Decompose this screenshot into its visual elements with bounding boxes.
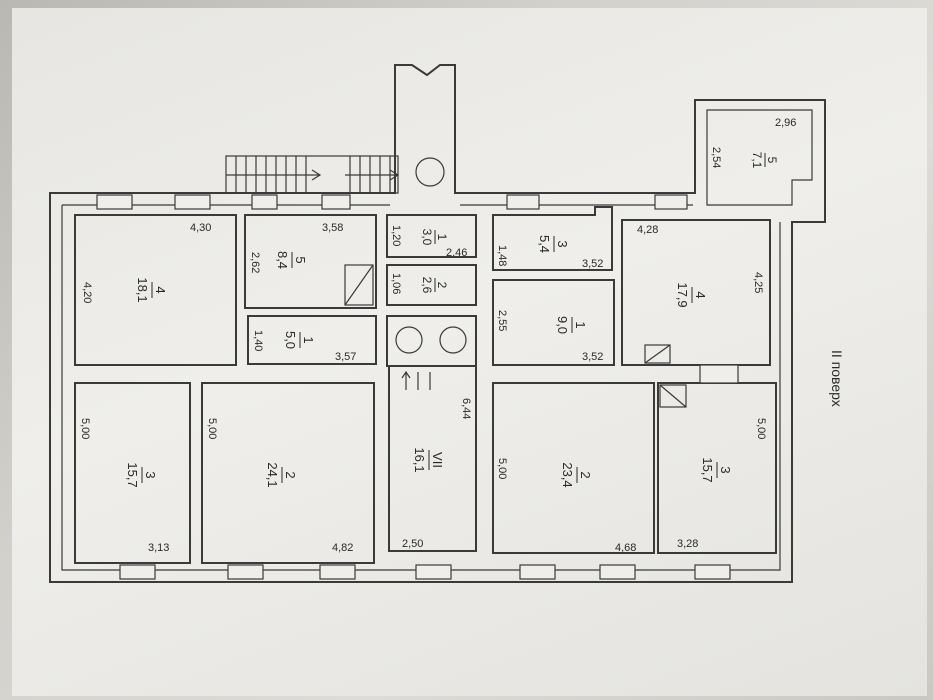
corridor-circles: [386, 315, 477, 367]
room-area: 3,0: [420, 229, 434, 246]
room-area: 5,4: [537, 235, 552, 253]
room-number: 3: [718, 466, 733, 473]
room-area: 7,1: [750, 152, 764, 169]
room-number: 1: [301, 336, 316, 343]
dim-label: 5,00: [79, 418, 91, 439]
dim-label: 1,20: [390, 225, 402, 246]
room-number: 3: [555, 240, 570, 247]
dim-label: 5,00: [206, 418, 218, 439]
room-area: 16,1: [412, 447, 427, 472]
room-area: 9,0: [555, 316, 570, 334]
room-number: 5: [293, 256, 308, 263]
room-r9: [492, 279, 615, 366]
floor-label: II поверх: [829, 350, 845, 407]
dim-label: 4,25: [752, 272, 764, 293]
windows: [96, 194, 739, 580]
dim-label: 2,96: [775, 117, 796, 129]
room-number: 2: [283, 471, 298, 478]
dim-label: 5,00: [496, 458, 508, 479]
room-area: 24,1: [265, 462, 280, 487]
room-walls: [74, 206, 777, 564]
room-number: 1: [573, 321, 588, 328]
room-area: 18,1: [135, 277, 150, 302]
dim-label: 4,20: [81, 282, 93, 303]
room-number: 3: [143, 471, 158, 478]
room-r8: [247, 315, 377, 365]
room-r5: [492, 206, 613, 271]
dim-label: 1,40: [252, 330, 264, 351]
room-number: 4: [153, 286, 168, 293]
dim-label: 3,52: [582, 258, 603, 270]
room-number: 2: [578, 471, 593, 478]
room-r4: [386, 264, 477, 306]
room-area: 5,0: [283, 331, 298, 349]
room-r11: [201, 382, 375, 564]
staircase-top: [225, 155, 445, 194]
dim-label: 2,54: [710, 147, 722, 168]
room-area: 23,4: [560, 462, 575, 487]
r2-fixture: [344, 264, 374, 306]
dim-label: 6,44: [460, 398, 472, 419]
room-number: VII: [430, 452, 445, 468]
room-r1: [74, 214, 237, 366]
room-r6: [621, 219, 771, 366]
room-number: 1: [435, 234, 449, 241]
dim-label: 4,82: [332, 542, 353, 554]
dim-label: 2,50: [402, 538, 423, 550]
dim-label: 3,52: [582, 351, 603, 363]
dim-label: 2,46: [446, 247, 467, 259]
dim-label: 3,13: [148, 542, 169, 554]
room-r12: [388, 365, 477, 552]
room-area: 15,7: [125, 462, 140, 487]
dim-label: 1,06: [390, 273, 402, 294]
dim-label: 3,28: [677, 538, 698, 550]
dim-label: 2,55: [496, 310, 508, 331]
room-area: 17,9: [675, 282, 690, 307]
dim-label: 3,57: [335, 351, 356, 363]
room-r13: [492, 382, 655, 554]
room-r3: [386, 214, 477, 258]
dim-label: 3,58: [322, 222, 343, 234]
room-area: 2,6: [420, 277, 434, 294]
room-number: 5: [765, 157, 779, 164]
room-area: 15,7: [700, 457, 715, 482]
room-area: 8,4: [275, 251, 290, 269]
dim-label: 4,28: [637, 224, 658, 236]
room-r2: [244, 214, 377, 309]
dim-label: 2,62: [249, 252, 261, 273]
room-number: 4: [693, 291, 708, 298]
dim-label: 4,30: [190, 222, 211, 234]
exterior-walls: [49, 64, 826, 583]
dim-label: 5,00: [755, 418, 767, 439]
dim-label: 1,48: [496, 245, 508, 266]
room-labels: 4 18,1 4,30 4,20 5 8,4 3,58 2,62 1 3,0 1…: [79, 117, 796, 554]
room-number: 2: [435, 282, 449, 289]
room-r10: [74, 382, 191, 564]
dim-label: 4,68: [615, 542, 636, 554]
